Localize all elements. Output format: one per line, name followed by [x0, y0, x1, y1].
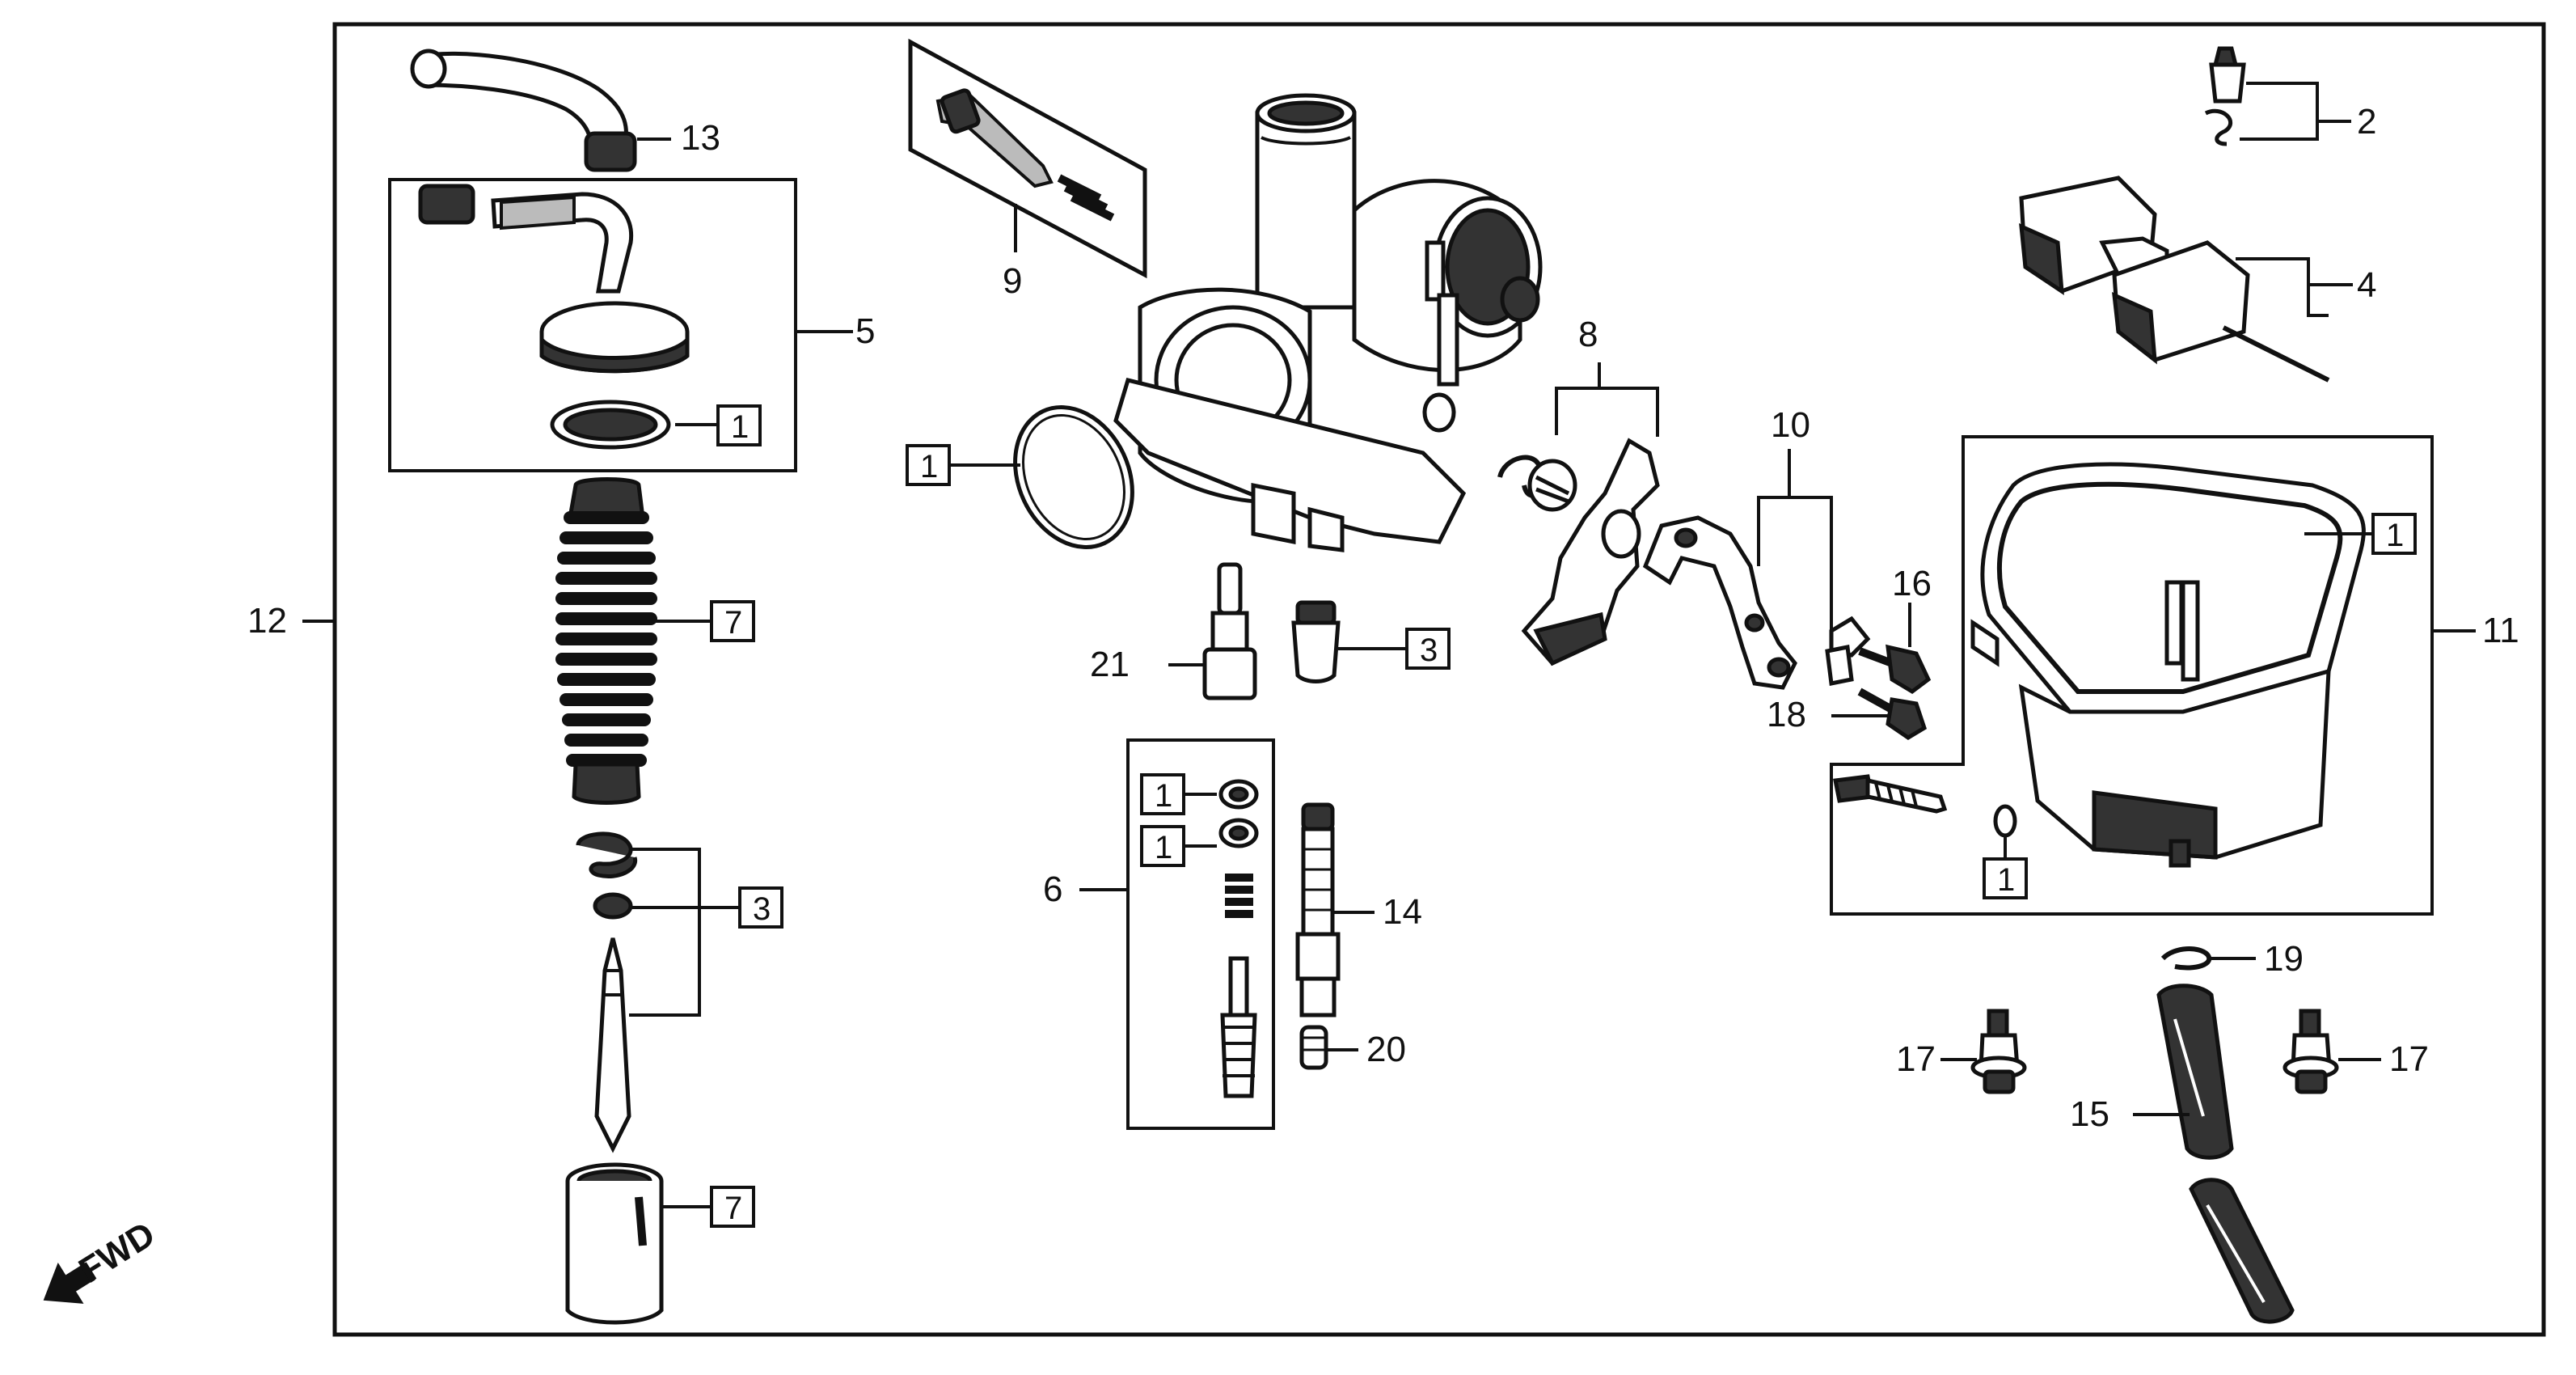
throttle-spring-part: [555, 477, 657, 805]
callout-10: 10: [1771, 405, 1810, 445]
callout-9: 9: [1003, 261, 1022, 301]
boxed-callout-1-f: [1983, 857, 2028, 899]
choke-lever-part: [1642, 515, 1871, 690]
group-box-5: [388, 178, 797, 472]
float-part: [2019, 176, 2330, 383]
callout-15: 15: [2070, 1094, 2109, 1134]
float-valve-part: [2204, 46, 2246, 146]
boxed-callout-1-d: [1140, 825, 1185, 867]
float-chamber-part: [1970, 462, 2366, 868]
boxed-callout-1-a-text: 1: [731, 409, 749, 445]
throttle-valve-part: [565, 1162, 664, 1325]
callout-17-right: 17: [2389, 1039, 2429, 1079]
boxed-callout-3-a: [738, 886, 783, 929]
cable-elbow-part: [410, 49, 637, 172]
fwd-label: FWD: [72, 1214, 162, 1291]
slow-jet-part: [1202, 562, 1257, 700]
boxed-callout-1-d-text: 1: [1155, 830, 1172, 865]
boxed-callout-1-e: [2371, 513, 2417, 555]
boxed-callout-3-b-text: 3: [1420, 632, 1438, 668]
callout-20: 20: [1366, 1030, 1406, 1069]
boxed-callout-1-c-text: 1: [1155, 778, 1172, 814]
needle-jet-part: [1295, 802, 1341, 1018]
idle-screw-set-panel: [908, 38, 1147, 279]
boxed-callout-1-c: [1140, 773, 1185, 815]
callout-6: 6: [1043, 869, 1062, 909]
boxed-callout-7-b-text: 7: [724, 1191, 742, 1226]
top-cap-part: [418, 184, 690, 450]
air-screw-set-part: [1218, 779, 1259, 1098]
callout-2: 2: [2357, 102, 2376, 142]
group-box-6: [1126, 738, 1275, 1130]
callout-11: 11: [2482, 611, 2519, 650]
plug-screw-part: [1299, 1025, 1328, 1070]
callout-17-left: 17: [1896, 1039, 1936, 1079]
boxed-callout-1-b-text: 1: [920, 449, 938, 484]
needle-clip-part: [576, 831, 638, 1153]
fwd-arrow-icon: [43, 1262, 97, 1304]
callout-5: 5: [855, 311, 875, 351]
boxed-callout-1-b: [906, 444, 951, 486]
boxed-callout-1-a: [716, 404, 762, 446]
o-ring-inner: [1022, 413, 1125, 541]
callout-12: 12: [247, 601, 287, 641]
screw-17-left-part: [1970, 1009, 2027, 1094]
callout-16: 16: [1892, 564, 1932, 603]
drain-screw-part: [1833, 774, 1948, 814]
boxed-callout-3-a-text: 3: [753, 891, 771, 927]
throttle-stop-part: [1497, 438, 1660, 666]
boxed-callout-7-b: [710, 1186, 755, 1228]
boxed-callout-1-e-text: 1: [2386, 518, 2404, 553]
callout-18: 18: [1767, 695, 1806, 734]
callout-8: 8: [1578, 315, 1598, 354]
screw-17-right-part: [2283, 1009, 2339, 1094]
main-jet-part: [1291, 600, 1341, 683]
screw-16-part: [1858, 644, 1932, 695]
callout-14: 14: [1383, 892, 1422, 932]
callout-19: 19: [2264, 939, 2304, 979]
boxed-callout-1-f-text: 1: [1997, 862, 2015, 898]
callout-4: 4: [2357, 265, 2376, 305]
boxed-callout-7-a: [710, 600, 755, 642]
boxed-callout-7-a-text: 7: [724, 605, 742, 641]
screw-18-part: [1857, 688, 1928, 740]
diagram-frame: [332, 22, 2546, 1337]
callout-13: 13: [681, 118, 720, 158]
group-box-11: [1830, 435, 2434, 916]
tube-clip-part: [2160, 946, 2212, 971]
carburetor-body-part: [1113, 93, 1543, 552]
boxed-callout-3-b: [1405, 628, 1451, 670]
callout-21: 21: [1090, 645, 1130, 684]
drain-tube-part: [2156, 984, 2295, 1324]
small-o-ring-part: [1993, 804, 2017, 838]
